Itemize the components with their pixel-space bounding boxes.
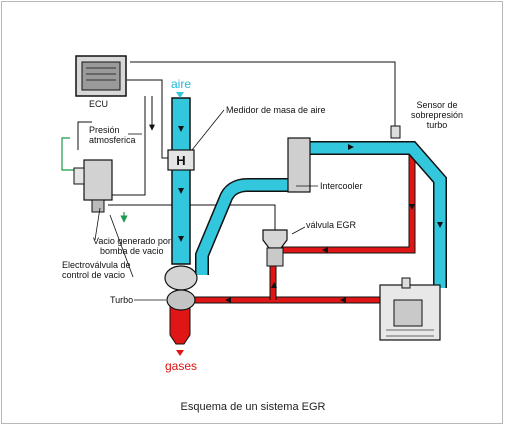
turbocharger: [164, 265, 198, 311]
label-ecu: ECU: [89, 99, 108, 109]
exhaust-outlet: [169, 304, 191, 345]
label-vacio-2: bomba de vacio: [100, 246, 164, 256]
leader-lines: [94, 109, 318, 301]
label-valvula-egr: válvula EGR: [306, 220, 357, 230]
label-sensor-2: sobrepresión: [411, 110, 463, 120]
label-aire: aire: [171, 77, 191, 91]
intercooler-core: [287, 137, 311, 193]
ecu-unit: [75, 55, 127, 97]
label-presion-1: Presión: [89, 125, 120, 135]
diagram-caption: Esquema de un sistema EGR: [181, 401, 326, 413]
boost-sensor: [390, 125, 401, 139]
label-sensor-1: Sensor de: [416, 100, 457, 110]
mass-air-sensor: H: [167, 149, 195, 171]
signal-lines: [77, 61, 396, 230]
aire-arrow: [176, 92, 184, 98]
intake-circuit: [171, 92, 447, 288]
vacuum-solenoid: [73, 159, 113, 213]
label-vacio-1: Vacio generado por: [93, 236, 171, 246]
vacuum-line: [61, 137, 78, 171]
label-intercooler: Intercooler: [320, 181, 363, 191]
label-electro-2: control de vacio: [62, 270, 125, 280]
label-medidor: Medidor de masa de aire: [226, 105, 326, 115]
label-presion-2: atmosferica: [89, 135, 136, 145]
exhaust-circuit: [169, 150, 416, 356]
label-gases: gases: [165, 359, 197, 373]
egr-valve: [262, 229, 288, 267]
label-turbo: Turbo: [110, 295, 133, 305]
label-sensor-3: turbo: [427, 120, 448, 130]
gases-arrow: [176, 350, 184, 356]
svg-text:H: H: [176, 153, 185, 168]
label-electro-1: Electroválvula de: [62, 260, 131, 270]
engine-block: [379, 277, 441, 341]
